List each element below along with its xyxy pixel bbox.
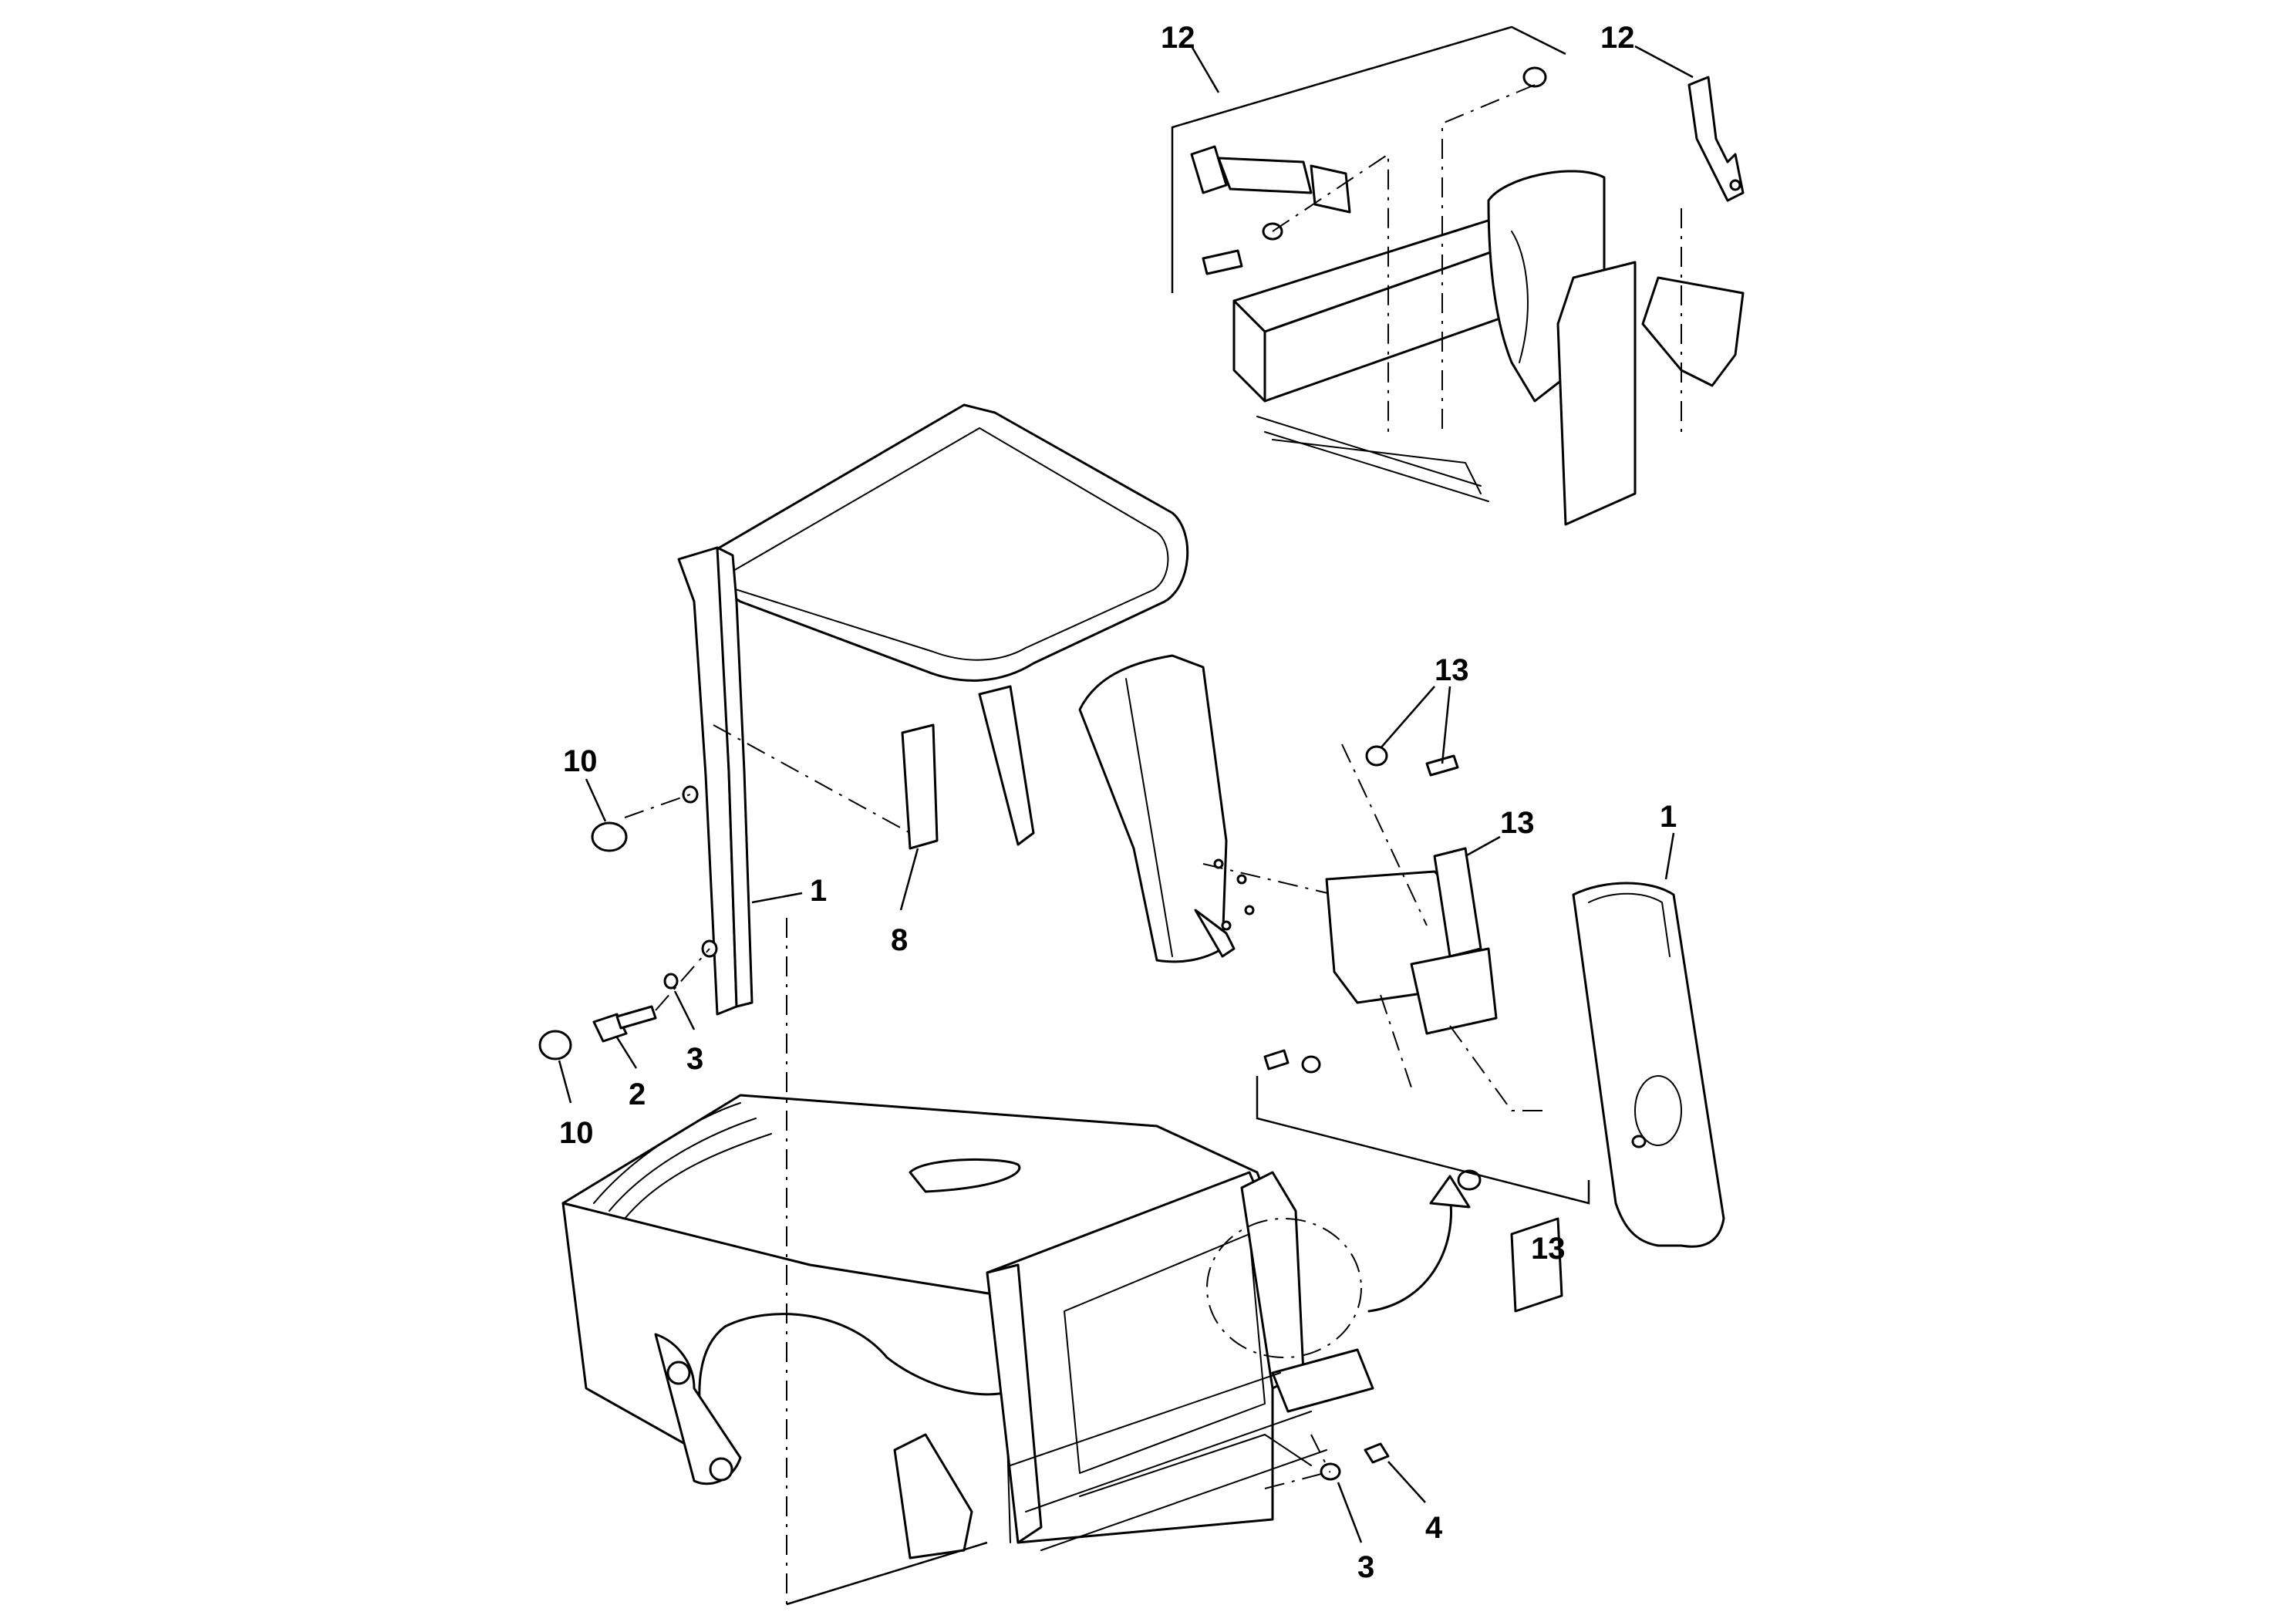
callout-label: 10 <box>563 744 598 778</box>
callout-8: 8 <box>891 848 919 957</box>
callout-13-mid: 13 <box>1465 806 1535 858</box>
seat-group-bracket-lines <box>1171 25 1682 432</box>
callout-label: 3 <box>686 1042 703 1076</box>
rear-post-panel <box>1078 654 1335 963</box>
callout-label: 1 <box>1660 800 1677 834</box>
operator-seat <box>1232 170 1637 526</box>
callout-10-top: 10 <box>563 744 607 822</box>
end-caps-and-bolts <box>538 794 710 1061</box>
callout-3-bottom: 3 <box>1337 1482 1374 1584</box>
mounting-bracket-13 <box>1256 744 1590 1313</box>
callout-12-seat: 12 <box>1161 21 1220 93</box>
callout-label: 13 <box>1531 1232 1566 1266</box>
right-rops-post <box>1572 882 1725 1248</box>
seat-belt-buckle <box>1190 145 1351 275</box>
rops-frame <box>677 403 1189 1016</box>
callout-13-bottom: 13 <box>1531 1232 1566 1266</box>
callout-label: 2 <box>629 1077 646 1111</box>
tractor-chassis <box>561 1094 1471 1560</box>
callout-label: 4 <box>1425 1511 1443 1545</box>
callout-4: 4 <box>1387 1461 1443 1545</box>
washer-and-nut <box>1264 1442 1390 1489</box>
callout-1-left: 1 <box>751 874 827 908</box>
callout-3-left: 3 <box>673 990 703 1076</box>
callout-12-bracket: 12 <box>1600 21 1694 79</box>
callout-label: 13 <box>1435 653 1469 687</box>
callout-label: 10 <box>559 1116 594 1150</box>
callout-label: 1 <box>810 874 827 908</box>
callout-10-bottom: 10 <box>558 1060 594 1150</box>
callout-label: 12 <box>1161 21 1195 55</box>
callout-label: 12 <box>1600 21 1635 55</box>
callout-2: 2 <box>615 1037 646 1111</box>
callout-13-top: 13 <box>1380 653 1469 764</box>
callout-label: 8 <box>891 923 908 957</box>
callout-label: 3 <box>1357 1550 1374 1584</box>
callout-label: 13 <box>1500 806 1535 840</box>
callout-1-right: 1 <box>1660 800 1677 880</box>
chassis-center-lines <box>786 918 1327 1606</box>
